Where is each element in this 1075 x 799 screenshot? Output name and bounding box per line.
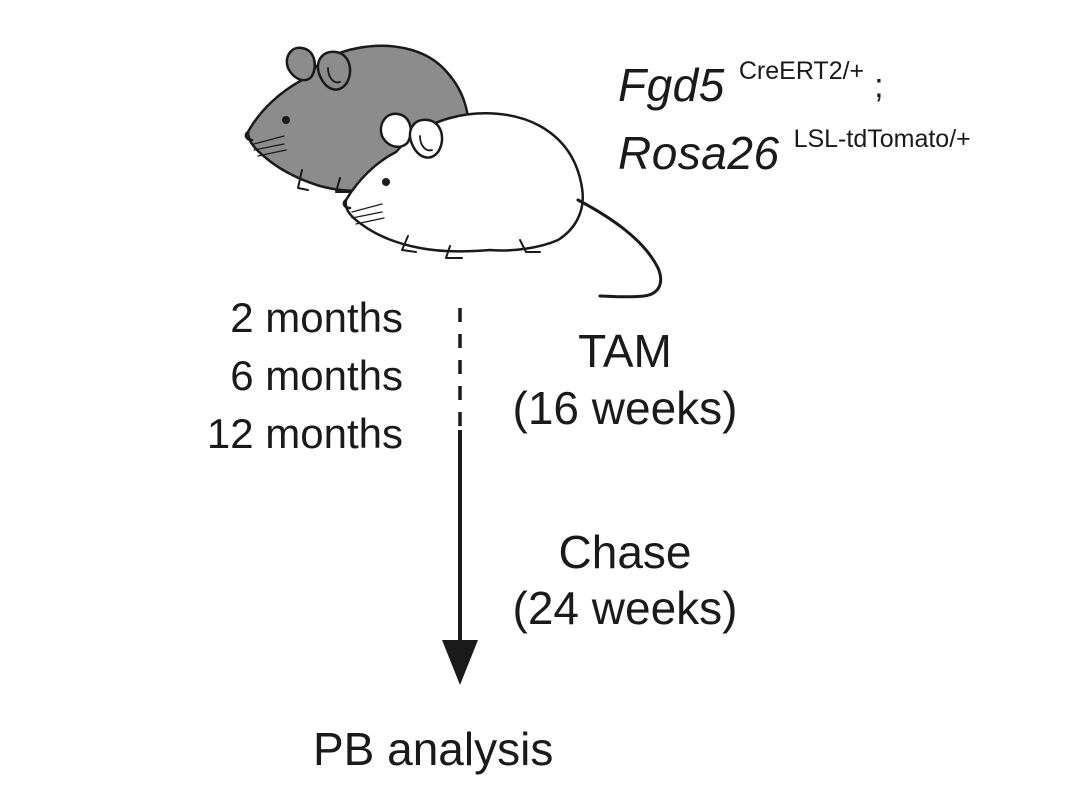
age-2-months: 2 months <box>230 294 403 341</box>
pb-analysis-label: PB analysis <box>313 723 554 775</box>
genotype-separator: ; <box>874 67 885 105</box>
tam-label: TAM <box>578 325 672 377</box>
tam-duration: (16 weeks) <box>512 382 738 434</box>
mice-illustration <box>244 44 663 299</box>
age-12-months: 12 months <box>206 410 403 457</box>
age-6-months: 6 months <box>230 352 403 399</box>
allele-tdtomato: LSL-tdTomato/+ <box>793 125 971 153</box>
genotype-line-2: Rosa26 LSL-tdTomato/+ <box>618 127 971 179</box>
timeline-arrow-icon <box>442 308 478 685</box>
gene-fgd5: Fgd5 <box>618 59 725 111</box>
white-mouse-icon <box>342 112 663 299</box>
allele-creert2: CreERT2/+ <box>738 57 865 85</box>
genotype-line-1: Fgd5 CreERT2/+; <box>618 59 885 111</box>
chase-label: Chase <box>558 526 692 578</box>
chase-duration: (24 weeks) <box>512 582 738 634</box>
gene-rosa26: Rosa26 <box>618 127 780 179</box>
